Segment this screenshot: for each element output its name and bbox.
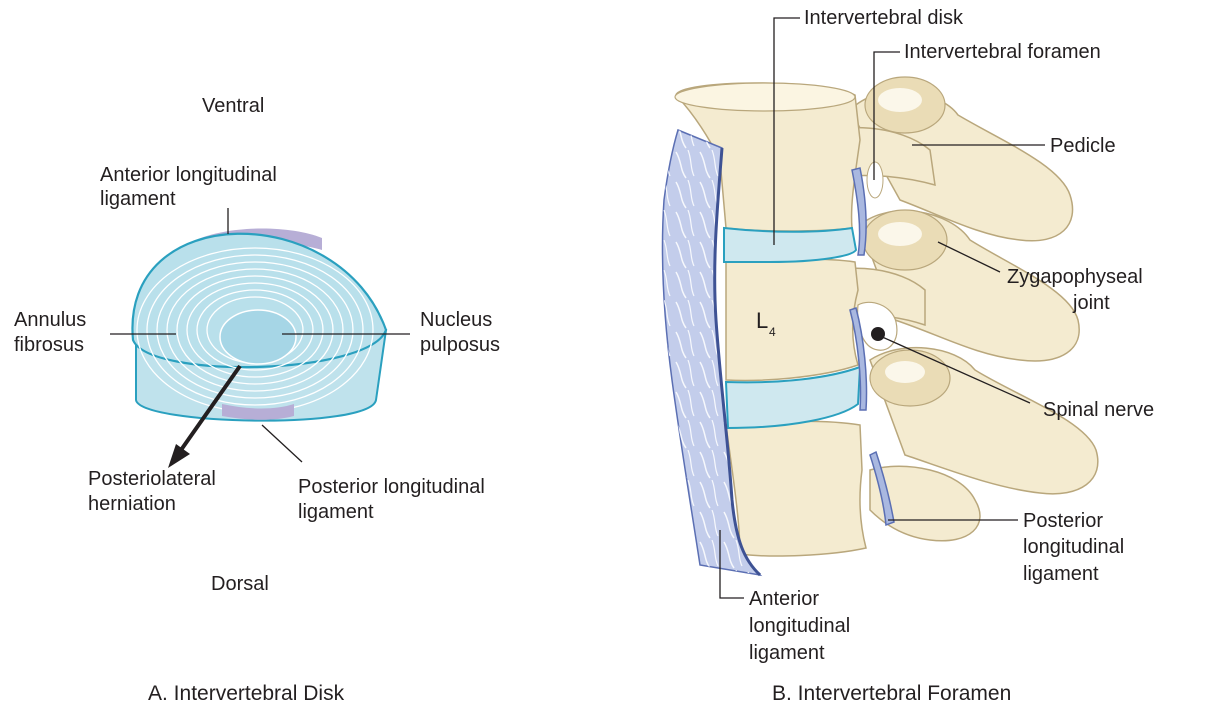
l4-vertebral-body bbox=[726, 259, 858, 380]
anterior-ligament-label-2: ligament bbox=[100, 188, 176, 210]
zygapophyseal-label-2: joint bbox=[1072, 292, 1110, 314]
posterior-ligament-b-label-2: longitudinal bbox=[1023, 536, 1124, 558]
vertebra-l4-subscript: 4 bbox=[769, 325, 776, 339]
pedicle-label: Pedicle bbox=[1050, 135, 1116, 157]
lower-vertebral-body bbox=[726, 421, 866, 556]
posterior-ligament-b-label-3: ligament bbox=[1023, 563, 1099, 585]
leader-posterior-ligament bbox=[262, 425, 302, 462]
upper-foramen-opening bbox=[867, 162, 883, 198]
anterior-ligament-b-label-3: ligament bbox=[749, 642, 825, 664]
spinal-nerve-dot bbox=[871, 327, 885, 341]
spinal-nerve-label: Spinal nerve bbox=[1043, 399, 1154, 421]
herniation-label-2: herniation bbox=[88, 493, 176, 515]
panel-b-caption: B. Intervertebral Foramen bbox=[772, 682, 1011, 705]
annulus-label-1: Annulus bbox=[14, 309, 86, 331]
anterior-ligament-b-label-1: Anterior bbox=[749, 588, 819, 610]
vertebra-l4-label: L bbox=[756, 308, 768, 333]
intervertebral-foramen-label: Intervertebral foramen bbox=[904, 41, 1101, 63]
upper-endplate bbox=[675, 83, 855, 111]
intervertebral-disk-label: Intervertebral disk bbox=[804, 7, 964, 29]
nucleus-label-1: Nucleus bbox=[420, 309, 492, 331]
annulus-label-2: fibrosus bbox=[14, 334, 84, 356]
panel-a-caption: A. Intervertebral Disk bbox=[148, 682, 345, 705]
panel-a-intervertebral-disk: Ventral Dorsal Ante bbox=[14, 95, 500, 705]
dorsal-label: Dorsal bbox=[211, 573, 269, 595]
posterior-ligament-label-1: Posterior longitudinal bbox=[298, 476, 485, 498]
posterior-ligament-b-label-1: Posterior bbox=[1023, 510, 1103, 532]
zygapophyseal-label-1: Zygapophyseal bbox=[1007, 266, 1143, 288]
posterior-ligament-label-2: ligament bbox=[298, 501, 374, 523]
panel-b-intervertebral-foramen: L 4 Intervertebral disk Intervertebral f… bbox=[662, 7, 1154, 705]
nucleus-pulposus-shape bbox=[220, 310, 296, 364]
herniation-arrow-head bbox=[168, 444, 190, 468]
anterior-ligament-label-1: Anterior longitudinal bbox=[100, 164, 277, 186]
herniation-label-1: Posteriolateral bbox=[88, 468, 216, 490]
upper-intervertebral-disk bbox=[724, 228, 856, 262]
nucleus-label-2: pulposus bbox=[420, 334, 500, 356]
ventral-label: Ventral bbox=[202, 95, 264, 117]
anterior-ligament-b-label-2: longitudinal bbox=[749, 615, 850, 637]
